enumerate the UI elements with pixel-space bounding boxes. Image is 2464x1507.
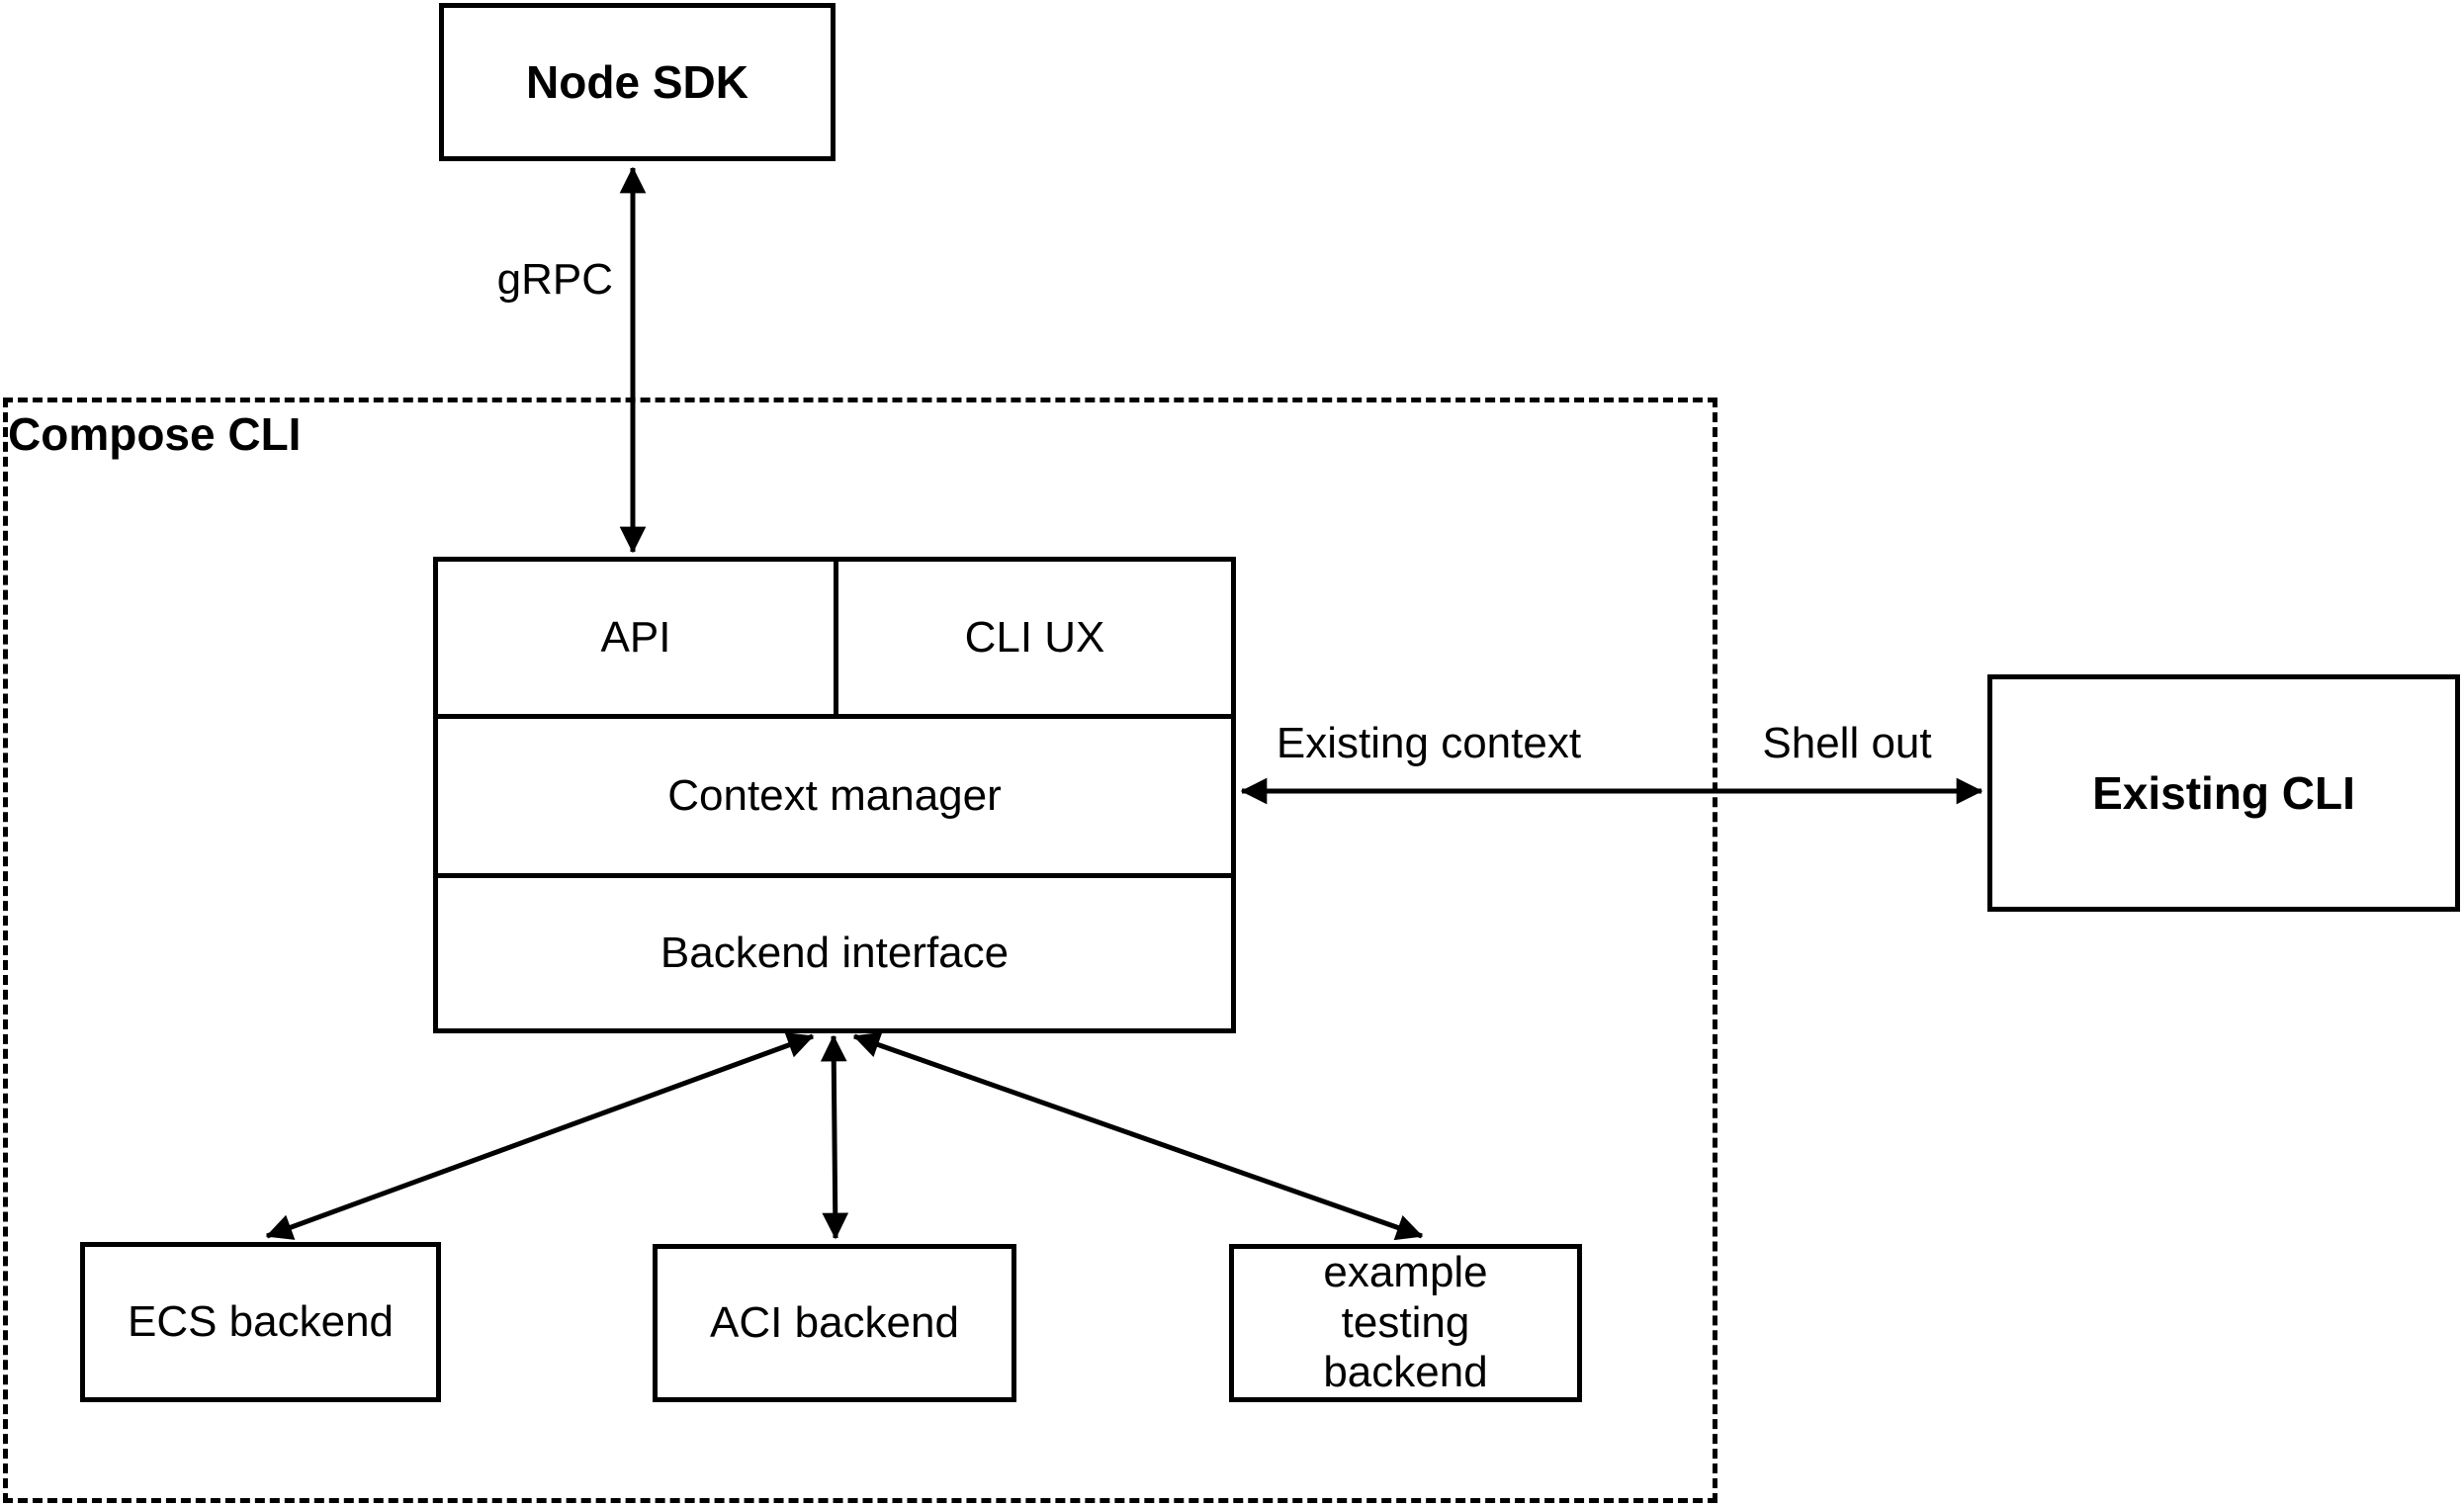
- backend-interface-label: Backend interface: [660, 929, 1010, 977]
- api-cell: API: [438, 562, 838, 714]
- existing-cli-label: Existing CLI: [2092, 766, 2355, 819]
- existing-cli-box: Existing CLI: [1987, 674, 2460, 912]
- compose-cli-label: Compose CLI: [8, 408, 302, 460]
- context-manager-cell: Context manager: [438, 719, 1231, 878]
- aci-backend-box: ACI backend: [653, 1244, 1016, 1402]
- shell-out-edge-label: Shell out: [1762, 719, 1932, 767]
- backend-interface-cell: Backend interface: [438, 878, 1231, 1028]
- node-sdk-box: Node SDK: [439, 3, 836, 161]
- existing-context-edge-label: Existing context: [1276, 719, 1582, 767]
- context-manager-label: Context manager: [667, 771, 1002, 820]
- aci-backend-label: ACI backend: [710, 1297, 959, 1347]
- api-label: API: [600, 613, 671, 662]
- node-sdk-label: Node SDK: [526, 55, 748, 108]
- cli-ux-label: CLI UX: [964, 613, 1105, 662]
- compose-cli-stack-box: API CLI UX Context manager Backend inter…: [433, 557, 1236, 1033]
- cli-ux-cell: CLI UX: [838, 562, 1231, 714]
- ecs-backend-box: ECS backend: [80, 1242, 441, 1402]
- stack-top-row: API CLI UX: [438, 562, 1231, 719]
- ecs-backend-label: ECS backend: [127, 1296, 395, 1346]
- grpc-edge-label: gRPC: [496, 255, 613, 304]
- example-testing-backend-label: example testing backend: [1323, 1248, 1488, 1397]
- compose-cli-container: [3, 398, 1717, 1503]
- example-testing-backend-box: example testing backend: [1229, 1244, 1582, 1402]
